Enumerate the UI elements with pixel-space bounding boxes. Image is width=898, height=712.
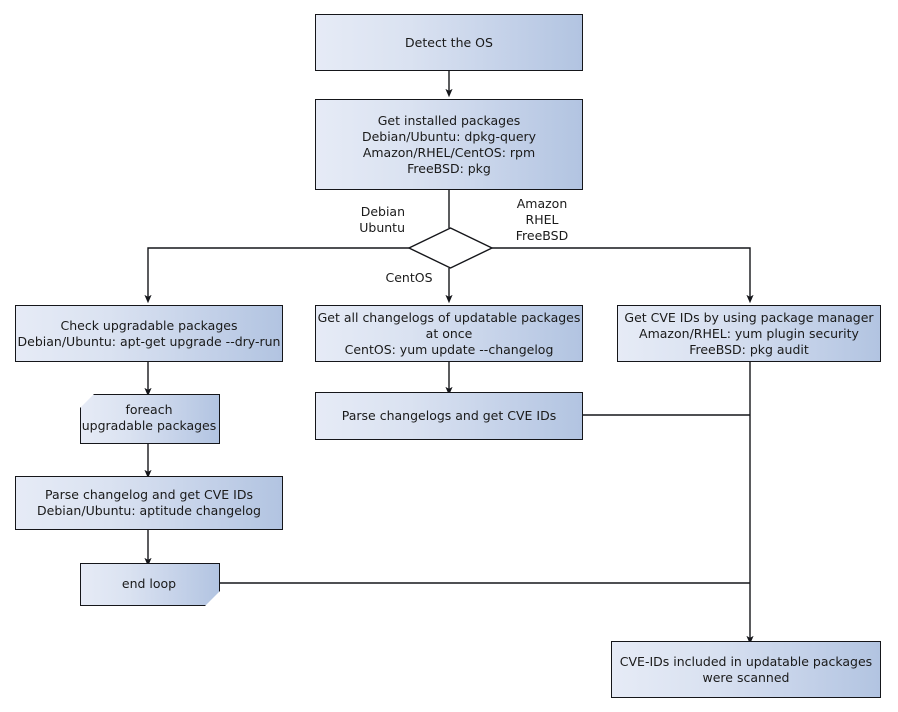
edge-decision-to-left [144,247,409,304]
node-end-loop[interactable]: end loop [121,575,177,591]
node-get-all-changelogs[interactable]: Get all changelogs of updatable packages… [315,305,583,362]
node-end-loop-wrap: end loop [80,563,218,604]
loop-end-shape [80,563,220,606]
node-parse-changelog-left[interactable]: Parse changelog and get CVE IDs Debian/U… [15,476,283,530]
edge-label-right-branch: Amazon RHEL FreeBSD [515,196,569,243]
node-detect-os[interactable]: Detect the OS [315,14,583,71]
node-check-upgradable-packages[interactable]: Check upgradable packages Debian/Ubuntu:… [15,305,283,362]
node-parse-changelogs-center[interactable]: Parse changelogs and get CVE IDs [315,392,583,440]
edge-decision-to-right [492,247,754,304]
node-foreach-loop[interactable]: foreach upgradable packages [81,402,217,433]
loop-start-shape [80,394,220,444]
node-foreach-loop-wrap: foreach upgradable packages [80,394,220,444]
edge-label-center-branch: CentOS [385,270,433,285]
decision-diamond [407,227,494,269]
node-get-cve-ids-package-manager[interactable]: Get CVE IDs by using package manager Ama… [617,305,881,362]
node-get-installed-packages[interactable]: Get installed packages Debian/Ubuntu: dp… [315,99,583,190]
edge-label-left-branch: Debian Ubuntu [359,204,405,235]
node-result[interactable]: CVE-IDs included in updatable packages w… [611,641,881,698]
